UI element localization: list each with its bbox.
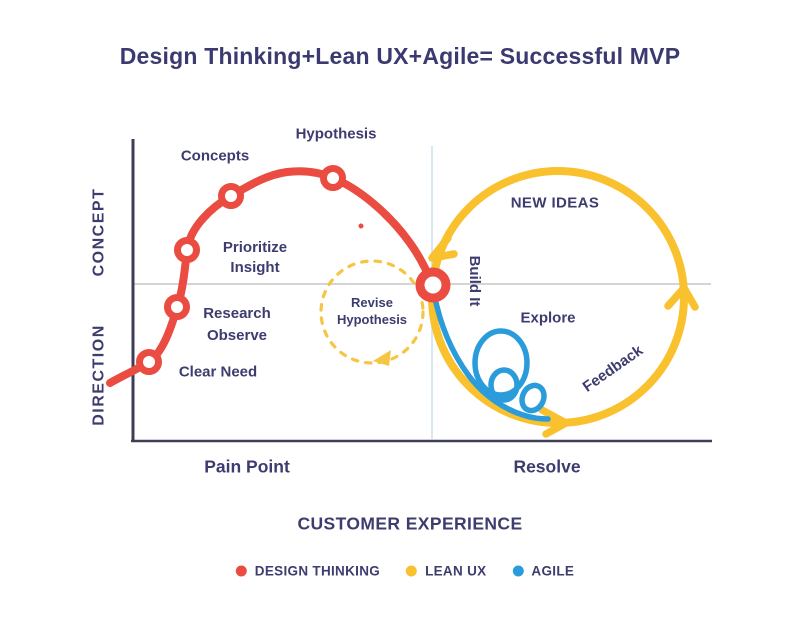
loop-label-revise-hypothesis: Revise Hypothesis xyxy=(336,295,408,327)
legend: DESIGN THINKING LEAN UX AGILE xyxy=(235,563,574,579)
legend-label: DESIGN THINKING xyxy=(254,563,381,579)
stage-label-prioritize-insight: Prioritize Insight xyxy=(222,239,288,276)
legend-dot-design-thinking-icon xyxy=(235,565,247,577)
stage-label-hypothesis: Hypothesis xyxy=(295,125,377,143)
agile-loop-medium xyxy=(488,367,520,403)
legend-dot-agile-icon xyxy=(512,565,524,577)
x-axis-title: CUSTOMER EXPERIENCE xyxy=(297,513,523,534)
lean-ux-arrow-to-build xyxy=(428,234,458,262)
agile-curve xyxy=(431,290,551,422)
revise-hypothesis-dashed-circle xyxy=(319,259,425,365)
legend-item-agile: AGILE xyxy=(512,564,574,579)
lean-ux-arrow-right-icon xyxy=(538,406,570,438)
marker-research-observe xyxy=(164,294,190,320)
stage-label-clear-need: Clear Need xyxy=(178,363,258,381)
legend-item-design-thinking: DESIGN THINKING xyxy=(235,563,381,579)
loop-label-explore: Explore xyxy=(520,309,576,327)
legend-label: LEAN UX xyxy=(425,563,487,579)
y-axis-label-concept: CONCEPT xyxy=(90,187,108,277)
diagram-title: Design Thinking+Lean UX+Agile= Successfu… xyxy=(119,43,681,70)
legend-item-lean-ux: LEAN UX xyxy=(406,564,486,579)
marker-clear-need xyxy=(136,349,162,375)
stage-label-research-observe: Research Observe xyxy=(203,305,271,344)
legend-label: AGILE xyxy=(531,563,575,579)
legend-dot-lean-ux-icon xyxy=(406,565,418,577)
marker-prioritize-insight xyxy=(174,237,200,263)
x-axis-label-resolve: Resolve xyxy=(513,456,581,477)
stage-label-concepts: Concepts xyxy=(180,147,250,165)
agile-loop-small xyxy=(519,382,547,414)
y-axis-label-direction: DIRECTION xyxy=(90,324,108,426)
marker-hypothesis xyxy=(320,165,346,191)
loop-label-new-ideas: NEW IDEAS xyxy=(510,194,600,212)
revise-hypothesis-arrowhead xyxy=(373,350,391,366)
small-red-dot xyxy=(358,223,364,229)
lean-ux-arrow-up-icon xyxy=(664,284,699,311)
x-axis-label-pain-point: Pain Point xyxy=(204,456,290,477)
design-thinking-markers xyxy=(136,165,346,375)
loop-label-build-it: Build It xyxy=(465,255,483,307)
marker-junction xyxy=(415,267,451,303)
marker-concepts xyxy=(218,183,244,209)
agile-loop-large xyxy=(472,328,530,398)
